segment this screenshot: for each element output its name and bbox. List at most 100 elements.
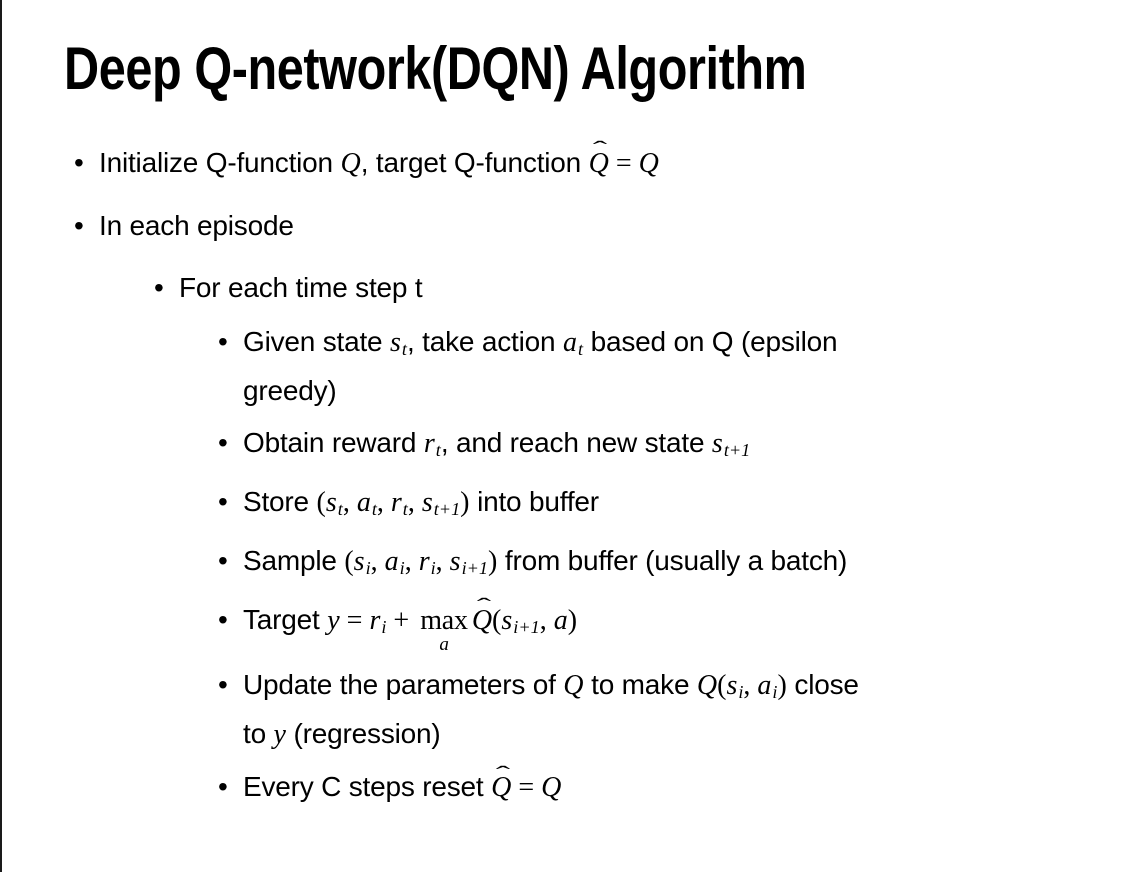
text-run: to make: [583, 669, 697, 701]
math-operator: (: [316, 487, 326, 518]
math-var: r: [369, 605, 381, 636]
bullet-marker: •: [74, 210, 84, 241]
math-operator: (: [717, 670, 727, 702]
bullet-item: • Given state st, take action at based on…: [2, 321, 1124, 412]
text-run: (regression): [285, 718, 441, 750]
text-run: Store: [243, 486, 317, 517]
math-var: t: [337, 499, 343, 519]
math-operator: ,: [370, 546, 385, 577]
bullet-text: Update the parameters of Q to make Q(si,…: [243, 664, 1124, 756]
math-var: i: [399, 558, 405, 578]
bullet-text: Obtain reward rt, and reach new state st…: [243, 422, 1124, 471]
math-var: r: [418, 546, 430, 577]
math-var: Q: [638, 148, 659, 179]
math-var: s: [449, 546, 461, 577]
math-operator: ,: [342, 487, 357, 518]
text-run: For each time step t: [179, 272, 423, 303]
text-run: to: [243, 718, 274, 750]
math-var: Q: [541, 772, 562, 804]
bullet-text: For each time step t: [179, 267, 1124, 309]
bullet-item: •Initialize Q-function Q, target Q-funct…: [2, 136, 1124, 185]
math-var: i: [430, 558, 436, 578]
math-var: a: [757, 670, 772, 702]
math-operator: ,: [407, 487, 422, 518]
text-run: Given state: [243, 326, 391, 357]
bullet-text: Store (st, at, rt, st+1) into buffer: [243, 481, 1124, 530]
math-var: i+1: [513, 617, 540, 637]
math-operator: ,: [376, 487, 391, 518]
math-var: a: [553, 605, 568, 636]
math-var: t: [401, 339, 407, 359]
math-operator: ): [777, 670, 787, 702]
math-var: y: [273, 719, 286, 751]
math-operator: =: [339, 605, 370, 636]
bullet-text: Sample (si, ai, ri, si+1) from buffer (u…: [243, 540, 1124, 589]
slide-title: Deep Q-network(DQN) Algorithm: [64, 35, 807, 102]
math-var: s: [501, 605, 513, 636]
math-operator: (: [344, 546, 354, 577]
hat-accent: ˆ: [495, 760, 510, 786]
math-operator: +: [386, 605, 417, 636]
math-operator: ,: [435, 546, 450, 577]
math-var: t: [577, 339, 584, 359]
math-var: s: [390, 327, 401, 358]
text-run: based on Q (epsilon: [583, 326, 838, 357]
text-run: Target: [243, 604, 328, 635]
math-var: i: [381, 617, 387, 637]
bullet-item: •Update the parameters of Q to make Q(si…: [2, 664, 1124, 756]
bullet-text: Given state st, take action at based on …: [243, 321, 1124, 412]
bullet-marker: •: [218, 427, 228, 458]
text-run: from buffer (usually a batch): [497, 545, 848, 576]
math-operator: =: [511, 772, 542, 804]
math-var: t: [435, 440, 441, 460]
bullet-item: •Obtain reward rt, and reach new state s…: [2, 422, 1124, 471]
math-var: s: [325, 487, 337, 518]
math-var: Q: [563, 670, 584, 702]
math-operator: (: [492, 605, 502, 636]
math-var: Q: [696, 670, 718, 702]
hat-accent: ˆ: [593, 136, 608, 162]
text-run: close: [786, 669, 859, 701]
math-var: s: [421, 487, 433, 518]
bullet-marker: •: [218, 326, 228, 357]
bullet-marker: •: [218, 771, 228, 803]
bullet-list: •Initialize Q-function Q, target Q-funct…: [2, 136, 1124, 809]
text-run: greedy): [243, 375, 337, 406]
math-var: i+1: [461, 558, 488, 578]
math-var: i: [772, 682, 778, 703]
text-run: , take action: [406, 326, 563, 357]
math-var: t: [402, 499, 408, 519]
text-run: In each episode: [99, 210, 294, 241]
math-var: r: [390, 487, 402, 518]
text-run: , target Q-function: [360, 147, 589, 178]
math-operator: max: [420, 605, 468, 636]
hat-accent: ˆ: [476, 593, 491, 619]
math-var: s: [711, 428, 723, 459]
bullet-item: •Sample (si, ai, ri, si+1) from buffer (…: [2, 540, 1124, 589]
text-run: Update the parameters of: [243, 669, 564, 701]
math-operator: ,: [404, 546, 419, 577]
text-run: Every C steps reset: [243, 771, 492, 803]
text-run: Obtain reward: [243, 427, 424, 458]
text-run: , and reach new state: [440, 427, 712, 458]
math-var: t: [371, 499, 377, 519]
math-var: i: [365, 558, 371, 578]
bullet-marker: •: [154, 272, 164, 303]
math-var: a: [384, 546, 399, 577]
math-operator: ,: [539, 605, 554, 636]
bullet-marker: •: [218, 545, 228, 576]
math-var: i: [738, 682, 744, 703]
math-operator: ): [460, 487, 470, 518]
math-var: a: [439, 634, 449, 656]
bullet-item: • For each time step t: [2, 267, 1124, 309]
math-operator: ): [567, 605, 578, 636]
math-var: s: [726, 670, 738, 702]
